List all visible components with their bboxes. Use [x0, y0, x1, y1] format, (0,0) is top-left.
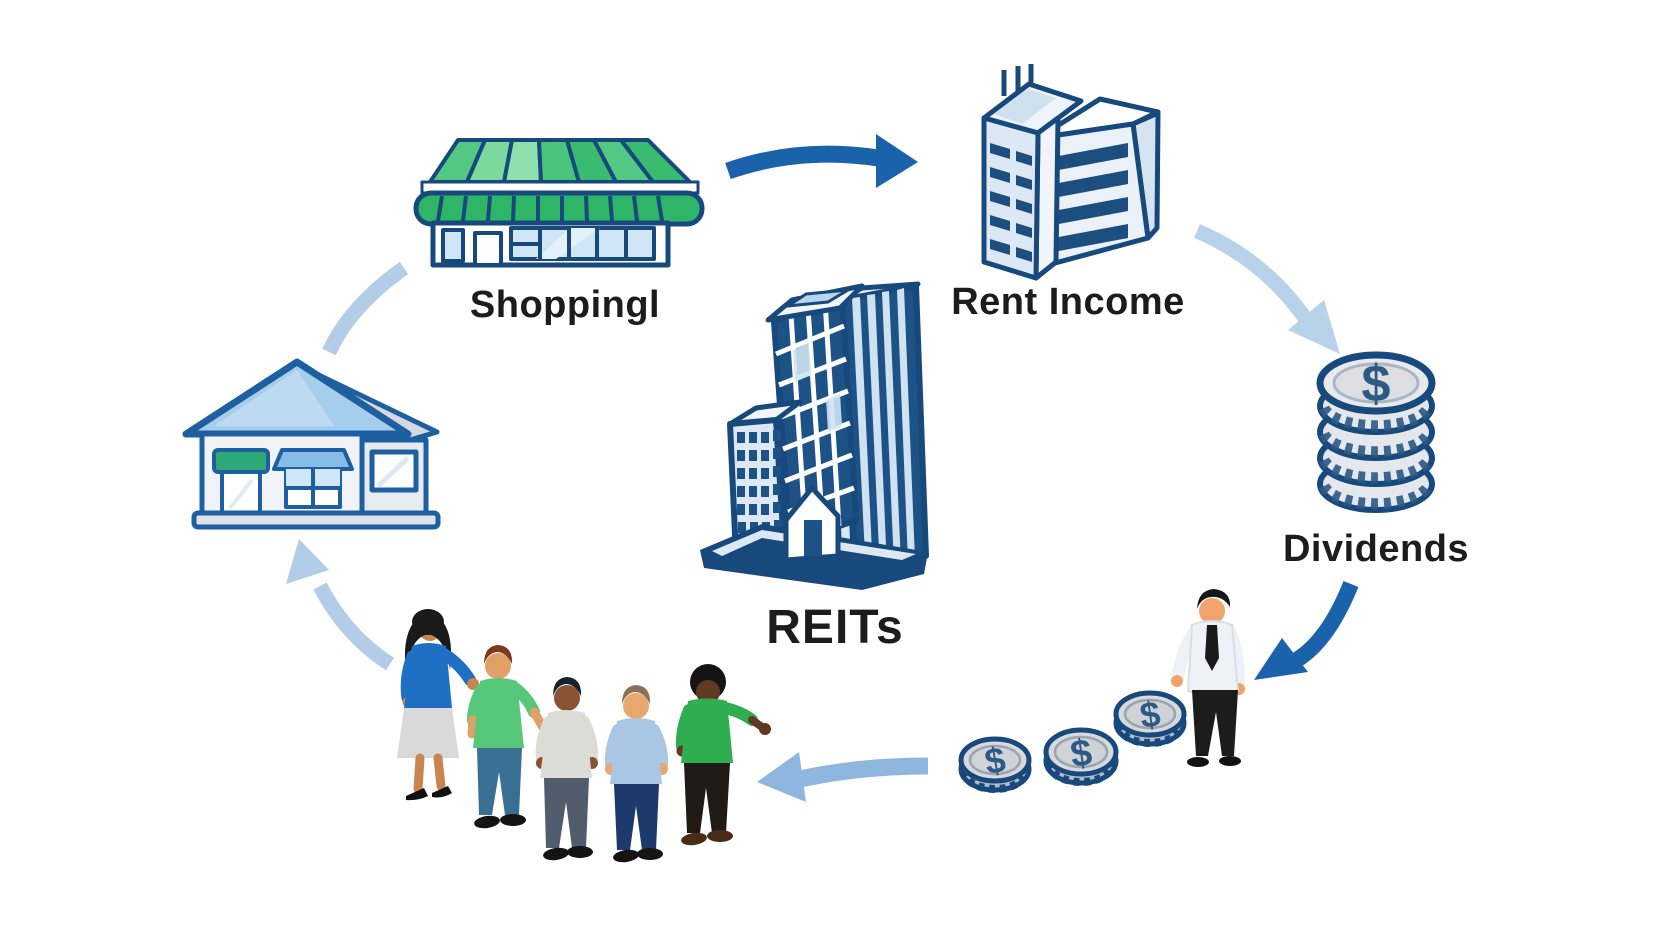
label-rent-income: Rent Income — [951, 281, 1185, 323]
person-blue-shirt — [604, 685, 669, 863]
people-group-icon — [397, 609, 771, 863]
floor-coins-icon: $ $ $ — [958, 690, 1187, 793]
arrow-shopping-to-rent-income — [725, 134, 918, 188]
label-shopping: Shoppingl — [469, 284, 661, 326]
label-dividends: Dividends — [1282, 528, 1470, 570]
storefront-icon — [413, 138, 705, 268]
arrow-investors-to-house — [286, 539, 395, 671]
arrow-house-to-shopping — [322, 261, 409, 356]
person-green-afro — [675, 664, 771, 846]
label-reits: REITs — [766, 601, 904, 654]
arrow-dividends-to-investor — [1254, 580, 1359, 680]
arrow-rent-income-to-dividends — [1194, 224, 1340, 354]
coin-stack-icon: $ — [1316, 351, 1436, 513]
coin-dollar-glyph: $ — [1362, 355, 1391, 413]
office-buildings-icon — [981, 64, 1161, 281]
person-woman — [397, 609, 479, 801]
reits-building-icon — [700, 281, 929, 590]
arrow-coins-to-investors — [757, 752, 929, 802]
house-icon — [182, 358, 441, 530]
businessman-icon — [1171, 589, 1245, 767]
person-gray-shirt — [535, 677, 599, 861]
